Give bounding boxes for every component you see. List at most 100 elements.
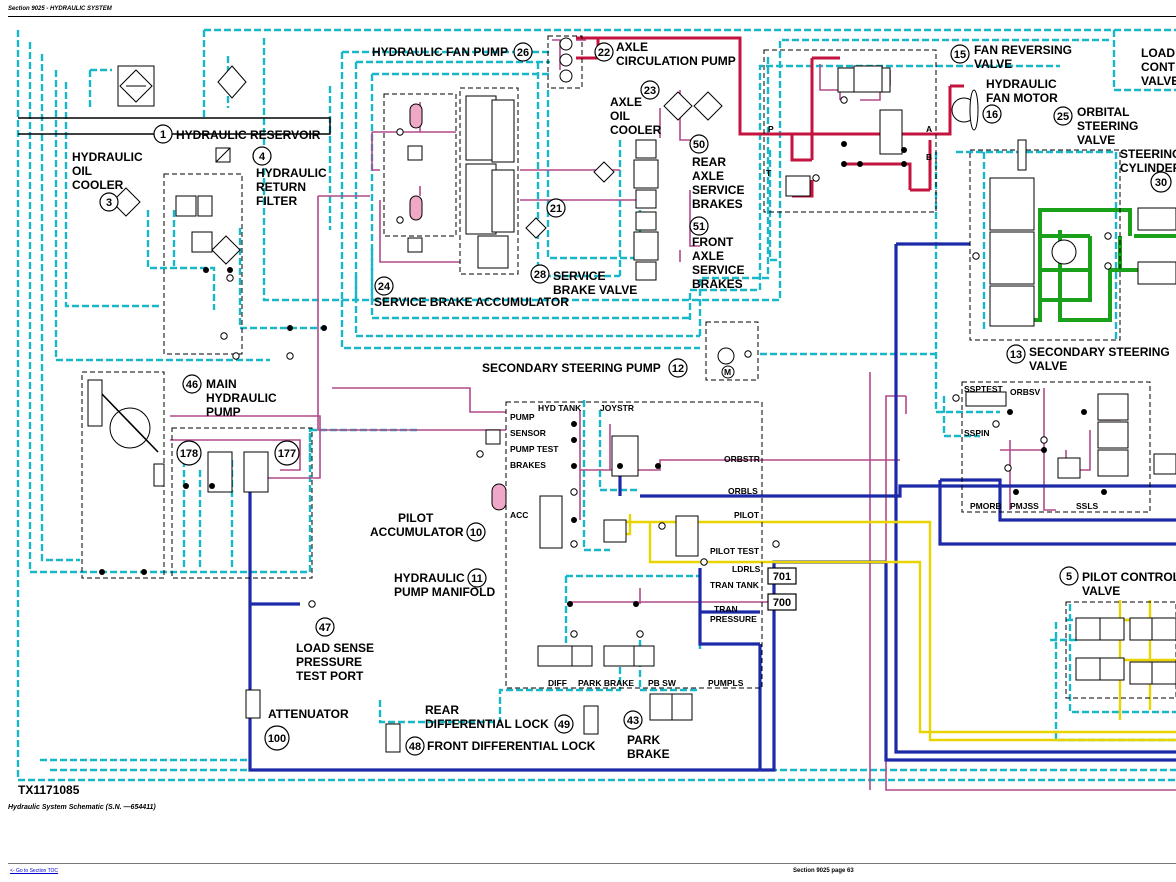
port-ssptest: SSPTEST	[964, 384, 1004, 394]
callout-15: 15	[954, 49, 966, 61]
callout-46: 46	[186, 379, 198, 391]
port-pmjss: PMJSS	[1010, 501, 1039, 511]
callout-circles	[99, 42, 1172, 756]
port-acc: ACC	[510, 510, 528, 520]
accumulators	[409, 103, 507, 511]
go-to-section-toc-link[interactable]: <- Go to Section TOC	[10, 868, 59, 874]
port-pmorb: PMORB	[970, 501, 1002, 511]
steering-cylinder-label-1: STEERING	[1120, 147, 1176, 161]
fan-motor-label-1: HYDRAULIC	[986, 77, 1057, 91]
port-pump: PUMP	[510, 412, 535, 422]
pilot-accumulator-label-1: PILOT	[398, 511, 434, 525]
circulation-pump-label-2: CIRCULATION PUMP	[616, 54, 736, 68]
hydraulic-schematic: 26 22 15 16 1 3 4 23 50 51 21 25 30 28 2…	[16, 28, 1176, 797]
port-orbstr: ORBSTR	[724, 454, 760, 464]
callout-48: 48	[409, 741, 421, 753]
front-brakes-label-3: SERVICE	[692, 263, 744, 277]
footer-divider	[8, 863, 1176, 864]
callout-5: 5	[1066, 571, 1072, 583]
front-brakes-label-2: AXLE	[692, 249, 724, 263]
load-control-label-2: CONT	[1141, 60, 1176, 74]
page-number: Section 9025 page 63	[793, 868, 854, 874]
load-control-label-3: VALVE	[1141, 74, 1176, 88]
callout-3: 3	[106, 197, 112, 209]
pump-manifold-label-1: HYDRAULIC	[394, 571, 465, 585]
callout-numbers: 26 22 15 16 1 3 4 23 50 51 21 25 30 28 2…	[106, 47, 1167, 753]
brake-packs	[633, 139, 659, 281]
port-p: P	[768, 124, 774, 134]
port-tran-tank: TRAN TANK	[710, 580, 760, 590]
axle-cooler-label-2: OIL	[610, 109, 630, 123]
check-valves	[220, 96, 1112, 638]
orbital-valve	[989, 139, 1176, 327]
port-t: T	[766, 168, 772, 178]
port-a: A	[926, 124, 932, 134]
fan-pump-label: HYDRAULIC FAN PUMP	[372, 45, 508, 59]
rear-brakes-label-1: REAR	[692, 155, 726, 169]
port-tran-2: PRESSURE	[710, 614, 757, 624]
pump-symbols	[99, 37, 979, 453]
diff-lock-cylinders	[385, 693, 693, 753]
steering-cylinder-label-2: CYLINDER	[1120, 161, 1176, 175]
figure-caption: Hydraulic System Schematic (S.N. —654411…	[8, 804, 156, 811]
port-tran-1: TRAN	[714, 604, 738, 614]
callout-177: 177	[278, 448, 296, 460]
oil-cooler-label-1: HYDRAULIC	[72, 150, 143, 164]
return-filter-label-3: FILTER	[256, 194, 297, 208]
figure-id: TX1171085	[18, 783, 80, 797]
port-sspin: SSPIN	[964, 428, 990, 438]
accumulator-label: SERVICE BRAKE ACCUMULATOR	[374, 295, 569, 309]
circulation-pump-label-1: AXLE	[616, 40, 648, 54]
secondary-valve-label-2: VALVE	[1029, 359, 1067, 373]
callout-28: 28	[534, 269, 546, 281]
pilot-control-label-1: PILOT CONTROL	[1082, 570, 1176, 584]
port-m: M	[724, 367, 731, 377]
port-pumpls: PUMPLS	[708, 678, 744, 688]
callout-43: 43	[627, 715, 639, 727]
load-sense-label-2: PRESSURE	[296, 655, 362, 669]
callout-26: 26	[517, 47, 529, 59]
header-divider	[8, 16, 1176, 17]
pilot-control-valve	[1075, 617, 1176, 685]
manifold-components	[485, 429, 699, 667]
callout-100: 100	[268, 733, 286, 745]
main-pump-label-2: HYDRAULIC	[206, 391, 277, 405]
component-labels: LOAD CONT VALVE HYDRAULIC FAN PUMP AXLE …	[18, 40, 1176, 797]
return-filter-label-2: RETURN	[256, 180, 306, 194]
port-park-brake: PARK BRAKE	[578, 678, 634, 688]
pump-manifold-label-2: PUMP MANIFOLD	[394, 585, 495, 599]
secondary-valve-label-1: SECONDARY STEERING	[1029, 345, 1170, 359]
port-pilot-test: PILOT TEST	[710, 546, 760, 556]
filter-and-valves	[175, 95, 515, 269]
park-brake-label-1: PARK	[627, 733, 660, 747]
port-brakes: BRAKES	[510, 460, 546, 470]
port-pb-sw: PB SW	[648, 678, 677, 688]
callout-13: 13	[1010, 349, 1022, 361]
port-diff: DIFF	[548, 678, 567, 688]
park-brake-label-2: BRAKE	[627, 747, 670, 761]
port-hyd-tank: HYD TANK	[538, 403, 582, 413]
main-pump-label-3: PUMP	[206, 405, 241, 419]
load-sense-label-3: TEST PORT	[296, 669, 364, 683]
callout-24: 24	[378, 281, 391, 293]
port-joystr: JOYSTR	[600, 403, 634, 413]
oil-cooler-label-3: COOLER	[72, 178, 124, 192]
callout-11: 11	[471, 573, 483, 585]
callout-49: 49	[558, 719, 570, 731]
return-filter-label-1: HYDRAULIC	[256, 166, 327, 180]
callout-51: 51	[693, 221, 705, 233]
port-labels: P T A B M HYD TANK JOYSTR PUMP SENSOR PU…	[510, 124, 1099, 688]
axle-cooler-label-1: AXLE	[610, 95, 642, 109]
port-pump-test: PUMP TEST	[510, 444, 559, 454]
fan-motor-label-2: FAN MOTOR	[986, 91, 1058, 105]
orbital-label-2: STEERING	[1077, 119, 1138, 133]
main-pump-valves	[87, 379, 269, 719]
callout-22: 22	[598, 47, 610, 59]
rear-brakes-label-2: AXLE	[692, 169, 724, 183]
secondary-steering-valve	[965, 391, 1176, 479]
secondary-pump-label: SECONDARY STEERING PUMP	[482, 361, 661, 375]
rear-brakes-label-4: BRAKES	[692, 197, 743, 211]
load-control-label-1: LOAD	[1141, 46, 1175, 60]
section-header: Section 9025 - HYDRAULIC SYSTEM	[8, 6, 112, 12]
rear-diff-label-1: REAR	[425, 703, 459, 717]
